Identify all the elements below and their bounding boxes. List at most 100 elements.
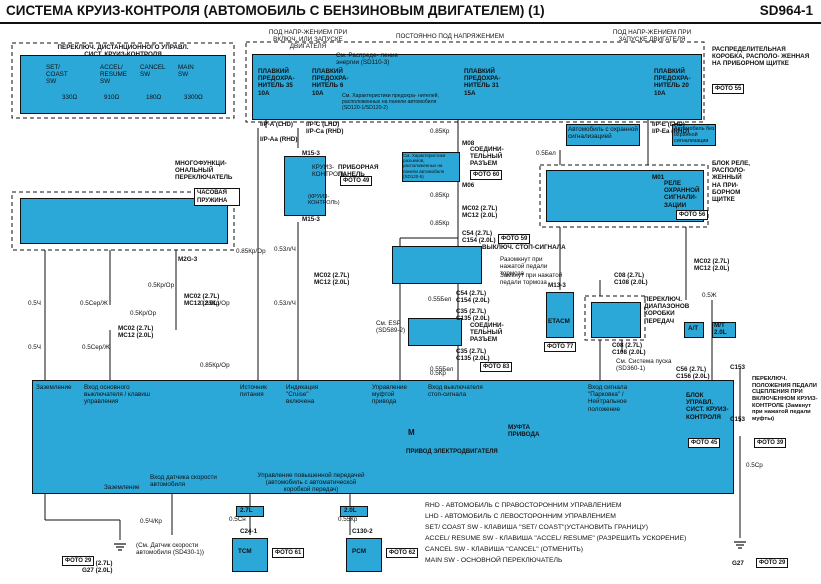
legend-set: SET/ COAST SW - КЛАВИША "SET/ COAST"(УСТ…: [425, 524, 648, 531]
relay-box-label: БЛОК РЕЛЕ, РАСПОЛО- ЖЕННЫЙ НА ПРИ- БОРНО…: [712, 160, 751, 204]
photo-62: ФОТО 62: [386, 548, 419, 558]
conn-c156: C156 (2.0L): [676, 373, 710, 380]
module-stop-in: Вход выключателя стоп-сигнала: [428, 384, 483, 399]
conn-mc02-a: MC02 (2.7L): [462, 205, 498, 212]
wire-05ser: 0.5Сер/Ж: [80, 300, 108, 307]
clutch-motor-label: МУФТА ПРИВОДА: [508, 424, 540, 439]
wire-053zh-ch-b: 0.53л/Ч: [274, 300, 296, 307]
pcm-panel: [346, 538, 382, 572]
conn-ipe: I/P-E (LHD): [652, 121, 685, 128]
photo-59: ФОТО 59: [498, 234, 531, 244]
conn-c154: C154 (2.0L): [462, 237, 496, 244]
starting-system-ref: См. Система пуска (SD360-1): [616, 358, 672, 373]
legend: RHD - АВТОМОБИЛЬ С ПРАВОСТОРОННИМ УПРАВЛ…: [425, 500, 686, 566]
cable-27: [236, 506, 264, 517]
module-power: Источник питания: [240, 384, 267, 399]
joint-upper-panel: [402, 152, 460, 182]
conn-ipa: I/P-A (LHD): [260, 121, 293, 128]
conn-mc12-c: MC12 (2.0L): [314, 279, 350, 286]
legend-accel: ACCEL/ RESUME SW - КЛАВИША "ACCEL/ RESUM…: [425, 535, 687, 542]
conn-ipaa: I/P-Aa (RHD): [260, 136, 298, 143]
speed-sensor-ref: (См. Датчик скорости автомобиля (SD430-1…: [136, 542, 204, 557]
conn-ipc: I/P-C (LHD): [306, 121, 340, 128]
wire-05ch-kr: 0.5Ч/Кр: [140, 518, 162, 525]
wire-05bel-a: 0.5Бел: [536, 150, 556, 157]
module-panel: [32, 380, 734, 494]
photo-45: ФОТО 45: [688, 438, 721, 448]
photo-55: ФОТО 55: [712, 84, 745, 94]
photo-77: ФОТО 77: [544, 342, 577, 352]
wire-055kr: 0.55Кр: [338, 516, 358, 523]
conn-mc02-c: MC02 (2.7L): [314, 272, 350, 279]
conn-mc01: MC02 (2.7L): [184, 293, 220, 300]
relay-panel: [546, 170, 704, 222]
conn-c56: C56 (2.7L): [676, 366, 707, 373]
conn-c135-b: C135 (2.0L): [456, 355, 490, 362]
with-alarm-box: [566, 124, 640, 146]
stop-switch-panel: [392, 246, 482, 284]
conn-g21: G21 (2.7L): [82, 560, 113, 567]
fuse-reference: См. Характеристики предохра- нителей, ра…: [342, 93, 439, 111]
fuse-35: ПЛАВКИЙ ПРЕДОХРА- НИТЕЛЬ 35 10A: [258, 68, 295, 97]
power-distribution-ref: См. Распреде- ление энергии (SD110-3): [336, 52, 398, 67]
conn-c08-b: C08 (2.7L): [612, 342, 643, 349]
tcm-panel: [232, 538, 268, 572]
resistor-2: 910Ω: [104, 94, 120, 101]
conn-c08: C08 (2.7L): [614, 272, 645, 279]
fuse-31: ПЛАВКИЙ ПРЕДОХРА- НИТЕЛЬ 31 15A: [464, 68, 501, 97]
wire-05ch-a: 0.5Ч: [28, 300, 41, 307]
wire-053zh-ch-a: 0.53л/Ч: [274, 246, 296, 253]
module-speed-in: Вход датчика скорости автомобиля: [150, 474, 217, 489]
conn-m13: M13-3: [548, 282, 566, 289]
multifunction-switch-label: МНОГОФУНКЦИ- ОНАЛЬНЫЙ ПЕРЕКЛЮЧАТЕЛЬ: [175, 160, 233, 182]
conn-c54-b: C54 (2.7L): [456, 290, 487, 297]
joint-lower-label: СОЕДИНИ- ТЕЛЬНЫЙ РАЗЪЕМ: [470, 322, 504, 344]
conn-mc12-b: MC12 (2.0L): [694, 265, 730, 272]
wire-055bel-a: 0.55Бел: [428, 296, 452, 303]
conn-ipea: I/P-Ea (RHD): [652, 128, 690, 135]
joint-upper-label: СОЕДИНИ- ТЕЛЬНЫЙ РАЗЪЕМ: [470, 146, 504, 168]
stop-b-note: Замкнут при нажатой педали тормоза: [500, 272, 563, 287]
steering-switch-panel: [20, 55, 226, 114]
photo-60: ФОТО 60: [470, 170, 503, 180]
accel-resume-switch: ACCEL/ RESUME SW: [100, 64, 127, 86]
wire-055bel-b: 0.55Бел: [430, 366, 454, 373]
without-alarm-label: Автомобиль без охранной сигнализации: [674, 126, 715, 145]
wire-085kr-or-b: 0.85Кр/Ор: [200, 362, 230, 369]
conn-mc12-a: MC12 (2.0L): [462, 212, 498, 219]
legend-main: MAIN SW - ОСНОВНОЙ ПЕРЕКЛЮЧАТЕЛЬ: [425, 557, 563, 564]
page-header: СИСТЕМА КРУИЗ-КОНТРОЛЯ (АВТОМОБИЛЬ С БЕН…: [0, 0, 821, 24]
etacm-panel: [546, 292, 574, 338]
main-switch: MAIN SW: [178, 64, 194, 79]
wire-05zh: 0.5Ж: [702, 292, 717, 299]
cable-20: [340, 506, 368, 517]
instrument-cluster-label: ПРИБОРНАЯ ПАНЕЛЬ: [338, 164, 379, 179]
conn-m2g: M2G-3: [178, 256, 198, 263]
on-ignition-label: ПОД НАПР-ЖЕНИЕМ ПРИ ВКЛЮЧ. ИЛИ ЗАПУСКЕ Д…: [268, 29, 348, 51]
resistor-3: 180Ω: [146, 94, 162, 101]
conn-m01: M01: [652, 174, 665, 181]
photo-39: ФОТО 39: [754, 438, 787, 448]
etacm-label: ETACM: [548, 318, 570, 325]
wire-085kr-c: 0.85Кр: [430, 220, 450, 227]
conn-c153-top: C153: [730, 364, 746, 371]
conn-c35-b: C35 (2.7L): [456, 348, 487, 355]
pcm-label: PCM: [352, 548, 366, 555]
wire-05ser-b: 0.5Сер/Ж: [82, 344, 110, 351]
conn-c135: C135 (2.0L): [456, 315, 490, 322]
photo-61: ФОТО 61: [272, 548, 305, 558]
clutch-switch-label: ПЕРЕКЛЮЧ. ПОЛОЖЕНИЯ ПЕДАЛИ СЦЕПЛЕНИЯ ПРИ…: [752, 376, 818, 422]
on-start-label: ПОД НАПР-ЖЕНИЕМ ПРИ ЗАПУСКЕ ДВИГАТЕЛЯ: [612, 29, 692, 44]
module-label: БЛОК УПРАВЛ. СИСТ. КРУИЗ- КОНТРОЛЯ: [686, 392, 729, 421]
module-park-in: Вход сигнала "Парковка" / Нейтральное по…: [588, 384, 628, 413]
joint-upper-note: См. Характеристики разъемов, расположенн…: [403, 153, 446, 179]
wire-05sn: 0.5Сн: [229, 516, 246, 523]
conn-c108-b: C108 (2.0L): [612, 349, 646, 356]
wire-085kr-a: 0.85Кр: [430, 128, 450, 135]
cancel-switch: CANCEL SW: [140, 64, 166, 79]
photo-56: ФОТО 56: [676, 210, 709, 220]
cruise-indicator: (КРУИЗ- КОНТРОЛЬ): [308, 194, 340, 207]
legend-rhd: RHD - АВТОМОБИЛЬ С ПРАВОСТОРОННИМ УПРАВЛ…: [425, 502, 622, 509]
conn-c153-bot: C153: [730, 416, 746, 423]
conn-mc11: MC12 (2.0L): [184, 300, 220, 307]
